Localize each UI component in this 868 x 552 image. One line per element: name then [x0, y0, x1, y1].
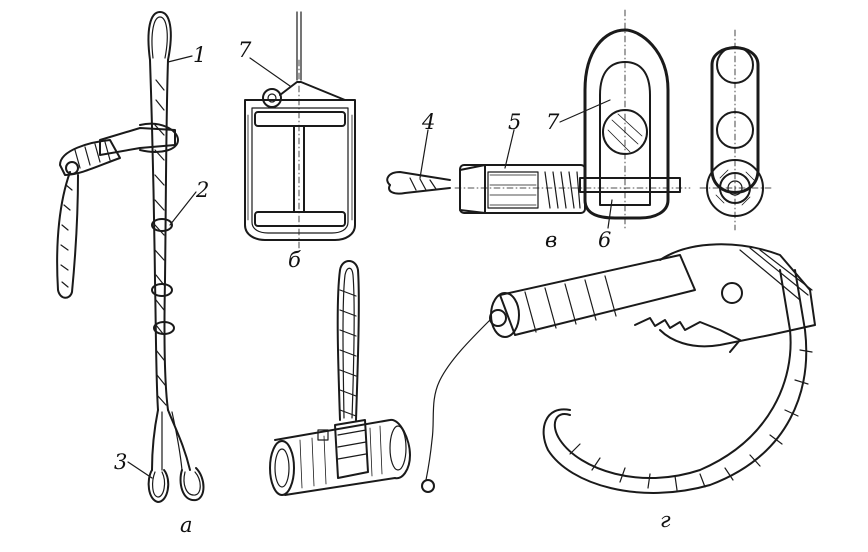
label-1: 1: [193, 43, 207, 67]
label-5: 5: [508, 110, 522, 134]
figure-letter-v: в: [545, 228, 558, 252]
figure-b-frame: [244, 11, 356, 251]
figure-letter-b: б: [288, 248, 301, 272]
figure-a-sling: [56, 11, 205, 503]
figure-v-side-view: [699, 29, 773, 231]
figure-v-pin: [386, 9, 691, 231]
label-2: 2: [196, 178, 210, 202]
figure-b-cylinder: [269, 260, 411, 496]
figure-letter-g: г: [660, 508, 671, 532]
figure-g-clamp: [421, 243, 816, 494]
leader-lines: [127, 55, 613, 479]
label-6: 6: [598, 228, 612, 252]
label-7-shackle: 7: [546, 110, 560, 134]
figure-letter-a: а: [180, 513, 193, 537]
label-7-frame: 7: [238, 38, 252, 62]
label-3: 3: [114, 450, 128, 474]
label-4: 4: [422, 110, 436, 134]
